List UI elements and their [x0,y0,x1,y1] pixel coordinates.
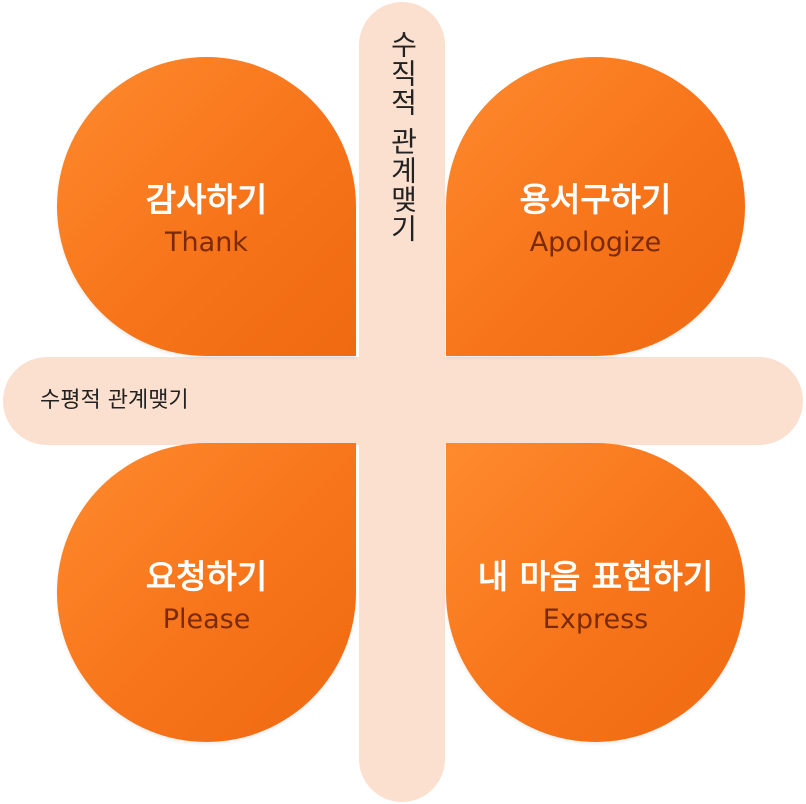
petal-thank-title: 감사하기 [145,180,268,219]
petal-please: 요청하기 Please [57,443,356,742]
horizontal-axis-label: 수평적 관계맺기 [40,388,189,413]
petal-apologize-title: 용서구하기 [519,180,672,219]
petal-please-title: 요청하기 [145,557,268,596]
petal-thank-subtitle: Thank [165,227,248,258]
petal-express-subtitle: Express [542,604,649,635]
vertical-axis-label: 수직적 관계맺기 [386,30,419,243]
petal-apologize: 용서구하기 Apologize [446,57,745,356]
petal-apologize-text: 용서구하기 Apologize [446,180,745,260]
petal-please-subtitle: Please [162,604,251,635]
vertical-axis-label-wrap: 수직적 관계맺기 [359,30,445,243]
horizontal-axis-bar [3,357,803,445]
petal-please-text: 요청하기 Please [57,557,356,637]
petal-apologize-subtitle: Apologize [529,227,662,258]
petal-thank: 감사하기 Thank [57,57,356,356]
petal-express-title: 내 마음 표현하기 [477,557,714,596]
petal-express: 내 마음 표현하기 Express [446,443,745,742]
petal-express-text: 내 마음 표현하기 Express [446,557,745,637]
petal-thank-text: 감사하기 Thank [57,180,356,260]
